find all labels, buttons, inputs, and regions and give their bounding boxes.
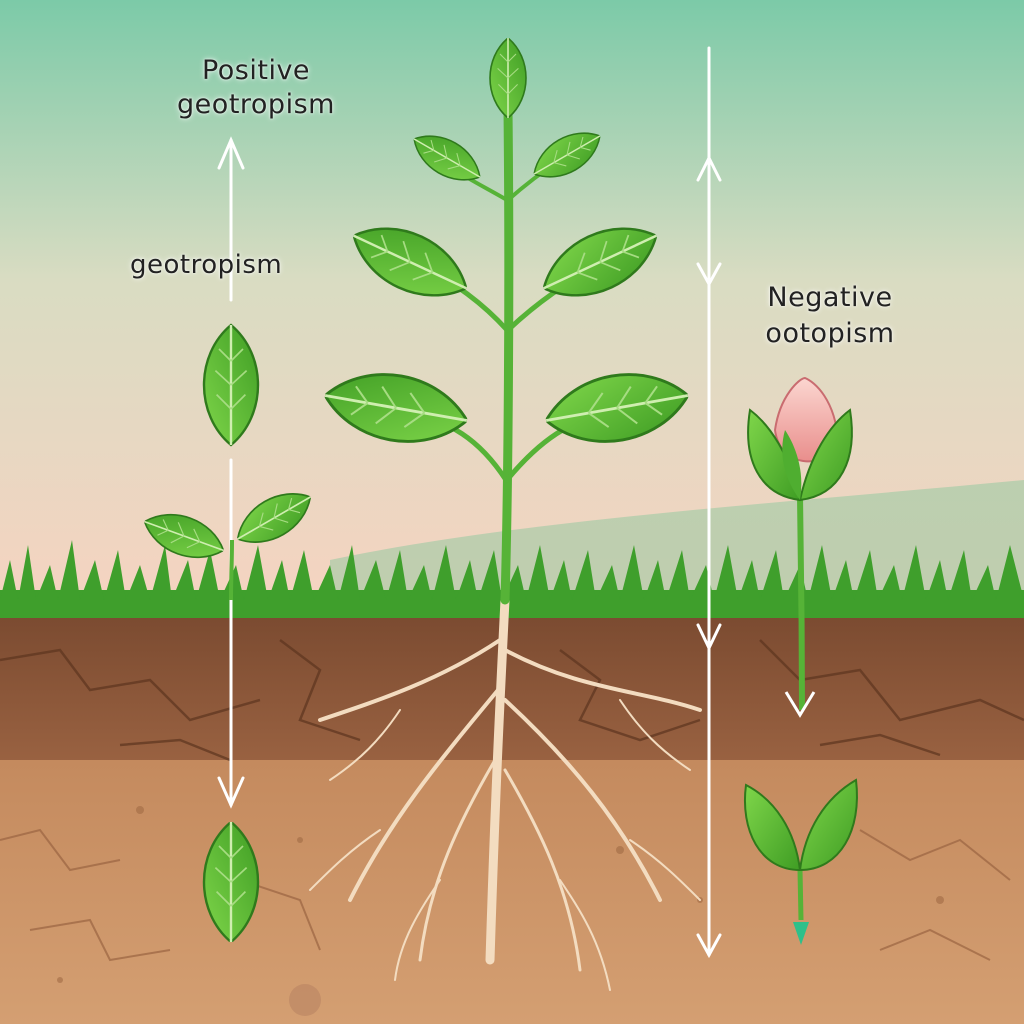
soil-cracks xyxy=(0,639,1024,762)
positive-label-line2: geotropism xyxy=(177,89,335,120)
negative-geotropism-label: Negative ootopism xyxy=(730,280,930,352)
subsoil-layer xyxy=(0,760,1024,1024)
geotropism-label: geotropism xyxy=(130,250,283,280)
right-vertical-arrow xyxy=(696,46,722,959)
arrow-down-icon xyxy=(696,933,722,959)
left-sprout xyxy=(137,479,321,601)
main-plant-roots xyxy=(309,595,702,991)
flower-bud-icon xyxy=(747,376,853,718)
positive-geotropism-label: Positive geotropism xyxy=(156,54,356,122)
left-vertical-arrow xyxy=(217,136,245,809)
arrow-down-icon xyxy=(696,623,722,652)
soil-pebbles xyxy=(57,806,944,1016)
negative-label-line2: ootopism xyxy=(765,318,895,349)
sprout-icon xyxy=(744,778,858,945)
arrow-down-icon xyxy=(696,262,722,288)
subsoil-cracks xyxy=(0,828,1011,962)
arrow-up-icon xyxy=(217,136,245,170)
arrow-down-icon xyxy=(217,776,245,809)
negative-label-line1: Negative xyxy=(767,282,893,313)
arrow-up-icon xyxy=(696,154,722,182)
topsoil-layer xyxy=(0,610,1024,770)
positive-label-line1: Positive xyxy=(201,55,311,86)
grass-strip xyxy=(0,540,1024,618)
